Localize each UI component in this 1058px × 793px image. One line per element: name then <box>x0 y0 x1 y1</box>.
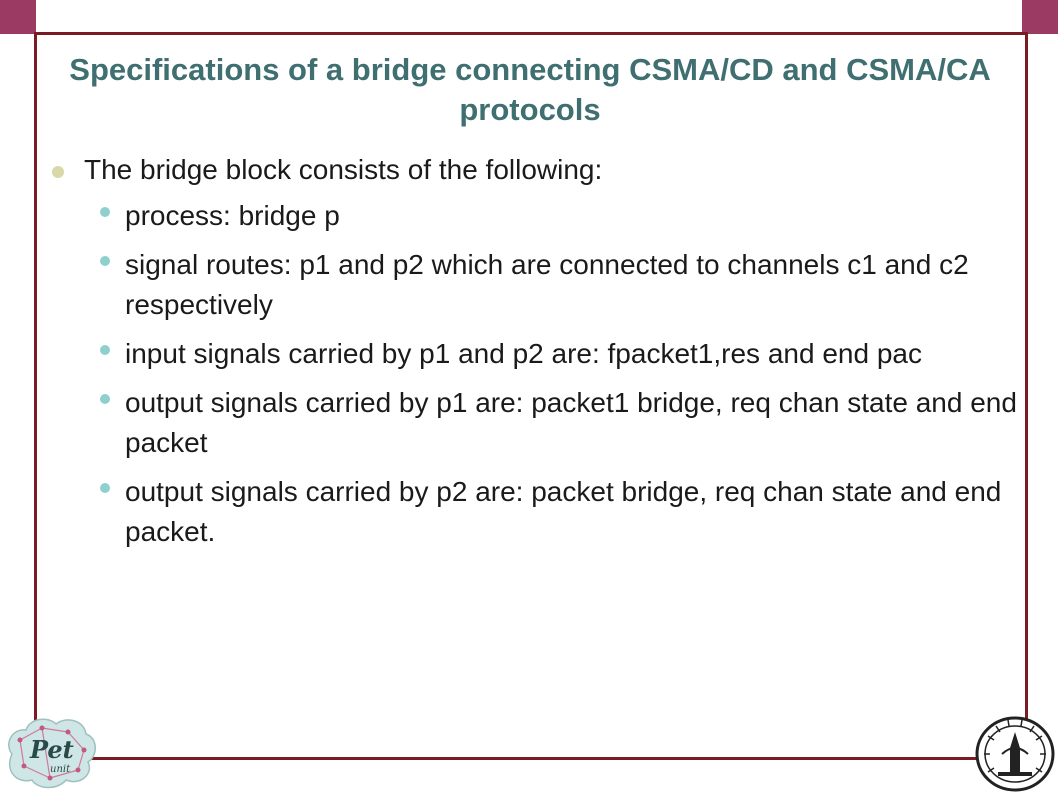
slide-title: Specifications of a bridge connecting CS… <box>69 52 991 127</box>
sub-bullet-dot-icon <box>100 207 110 217</box>
sub-bullet-text: output signals carried by p1 are: packet… <box>125 387 1017 458</box>
sub-bullet-item: signal routes: p1 and p2 which are conne… <box>48 245 1018 325</box>
svg-text:Pet: Pet <box>29 735 74 764</box>
sub-bullet-dot-icon <box>100 256 110 266</box>
sub-bullet-dot-icon <box>100 483 110 493</box>
sub-bullet-dot-icon <box>100 394 110 404</box>
sub-bullet-item: output signals carried by p1 are: packet… <box>48 383 1018 463</box>
svg-text:unit: unit <box>50 764 71 775</box>
institute-seal-icon <box>974 714 1056 792</box>
bullet-intro: The bridge block consists of the followi… <box>48 150 1018 190</box>
sub-bullet-item: process: bridge p <box>48 196 1018 236</box>
pet-unit-logo-icon: Pet unit <box>2 714 100 790</box>
sub-bullet-text: process: bridge p <box>125 200 340 231</box>
sub-bullet-item: output signals carried by p2 are: packet… <box>48 472 1018 552</box>
slide-frame <box>34 32 1028 760</box>
sub-bullet-text: input signals carried by p1 and p2 are: … <box>125 338 922 369</box>
corner-tab-left <box>0 0 36 34</box>
sub-bullet-text: signal routes: p1 and p2 which are conne… <box>125 249 969 320</box>
sub-bullet-list: process: bridge p signal routes: p1 and … <box>48 196 1018 552</box>
sub-bullet-item: input signals carried by p1 and p2 are: … <box>48 334 1018 374</box>
bullet-dot-icon <box>52 166 64 178</box>
slide-content: The bridge block consists of the followi… <box>48 150 1018 561</box>
corner-tab-right <box>1022 0 1058 34</box>
sub-bullet-dot-icon <box>100 345 110 355</box>
sub-bullet-text: output signals carried by p2 are: packet… <box>125 476 1002 547</box>
bullet-intro-text: The bridge block consists of the followi… <box>84 154 603 185</box>
